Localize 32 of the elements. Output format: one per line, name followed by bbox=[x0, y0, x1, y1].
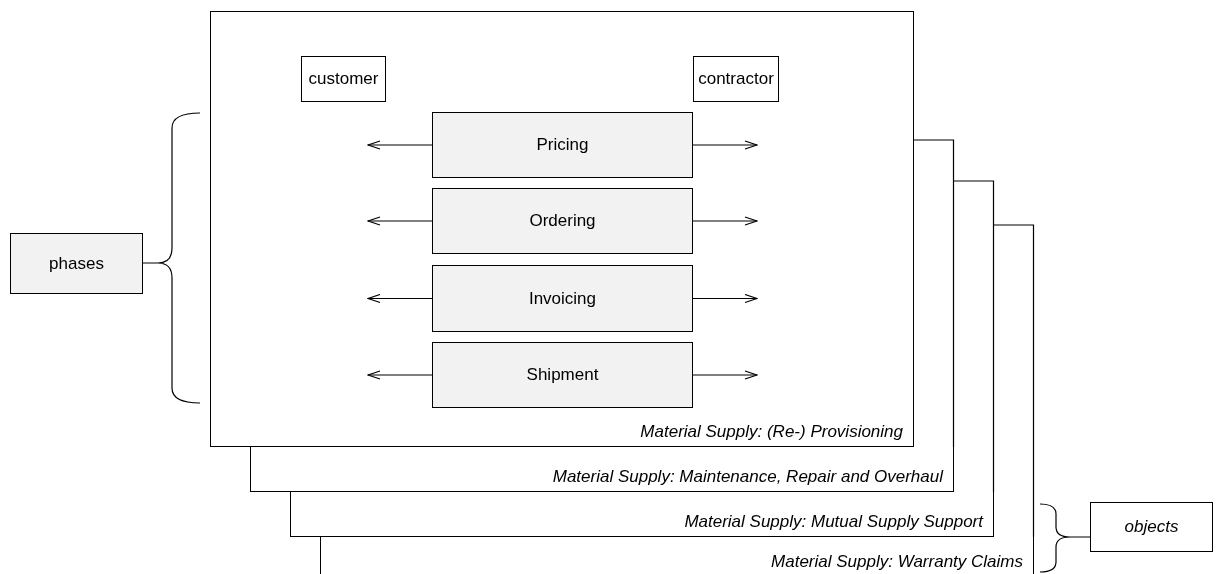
arrow bbox=[692, 216, 758, 226]
arrow bbox=[367, 140, 433, 150]
box-label: Shipment bbox=[525, 365, 600, 385]
arrow bbox=[367, 216, 433, 226]
phase-box bbox=[432, 342, 693, 408]
category-box bbox=[10, 233, 143, 294]
card-caption: Material Supply: Mutual Supply Support bbox=[684, 512, 983, 532]
layer-card bbox=[250, 447, 954, 492]
box-label: Ordering bbox=[528, 211, 597, 231]
phase-box bbox=[432, 265, 693, 332]
phase-box bbox=[432, 188, 693, 254]
category-box bbox=[1090, 502, 1213, 552]
box-label: contractor bbox=[697, 69, 775, 89]
box-label: customer bbox=[307, 69, 380, 89]
layer-card bbox=[320, 537, 1034, 574]
role-box bbox=[693, 56, 779, 102]
box-label: Invoicing bbox=[527, 288, 598, 309]
arrow bbox=[692, 370, 758, 380]
arrow bbox=[367, 293, 433, 304]
box-label: Pricing bbox=[535, 135, 590, 155]
arrow bbox=[692, 140, 758, 150]
phase-box bbox=[432, 112, 693, 178]
card-caption: Material Supply: (Re-) Provisioning bbox=[640, 422, 903, 442]
card-caption: Material Supply: Maintenance, Repair and Overhaul bbox=[552, 467, 943, 487]
layer-card bbox=[210, 11, 914, 447]
arrow bbox=[692, 293, 758, 304]
box-label: objects bbox=[1123, 517, 1180, 537]
arrow bbox=[367, 370, 433, 380]
card-caption: Material Supply: Warranty Claims bbox=[771, 552, 1023, 572]
role-box bbox=[301, 56, 386, 102]
layer-card bbox=[290, 492, 994, 537]
box-label: phases bbox=[48, 253, 105, 274]
